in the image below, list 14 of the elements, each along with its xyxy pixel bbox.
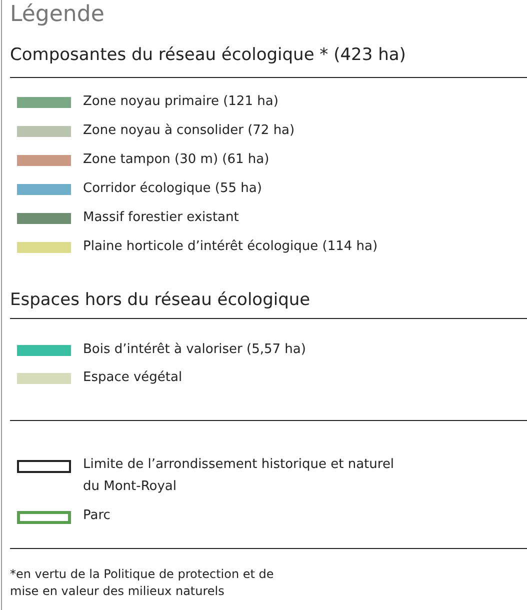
legend-label: Zone noyau à consolider (72 ha)	[83, 122, 296, 140]
legend-label: Limite de l’arrondissement historique et naturel du Mont-Royal	[83, 456, 396, 496]
legend-label: Espace végétal	[83, 369, 184, 387]
legend-label: Plaine horticole d’intérêt écologique (114 ha)	[83, 238, 379, 256]
legend-label: Zone noyau primaire (121 ha)	[83, 93, 280, 111]
footnote: *en vertu de la Politique de protection et de mise en valeur des milieux naturels	[10, 566, 275, 600]
section-heading: Composantes du réseau écologique * (423 ha)	[10, 44, 406, 67]
legend-label: Zone tampon (30 m) (61 ha)	[83, 151, 270, 169]
legend-label: Massif forestier existant	[83, 209, 240, 227]
legend-label: Corridor écologique (55 ha)	[83, 180, 263, 198]
legend-title: Légende	[10, 2, 104, 27]
legend-label: Parc	[83, 507, 112, 525]
legend-label: Bois d’intérêt à valoriser (5,57 ha)	[83, 341, 307, 359]
section-heading: Espaces hors du réseau écologique	[10, 289, 310, 312]
